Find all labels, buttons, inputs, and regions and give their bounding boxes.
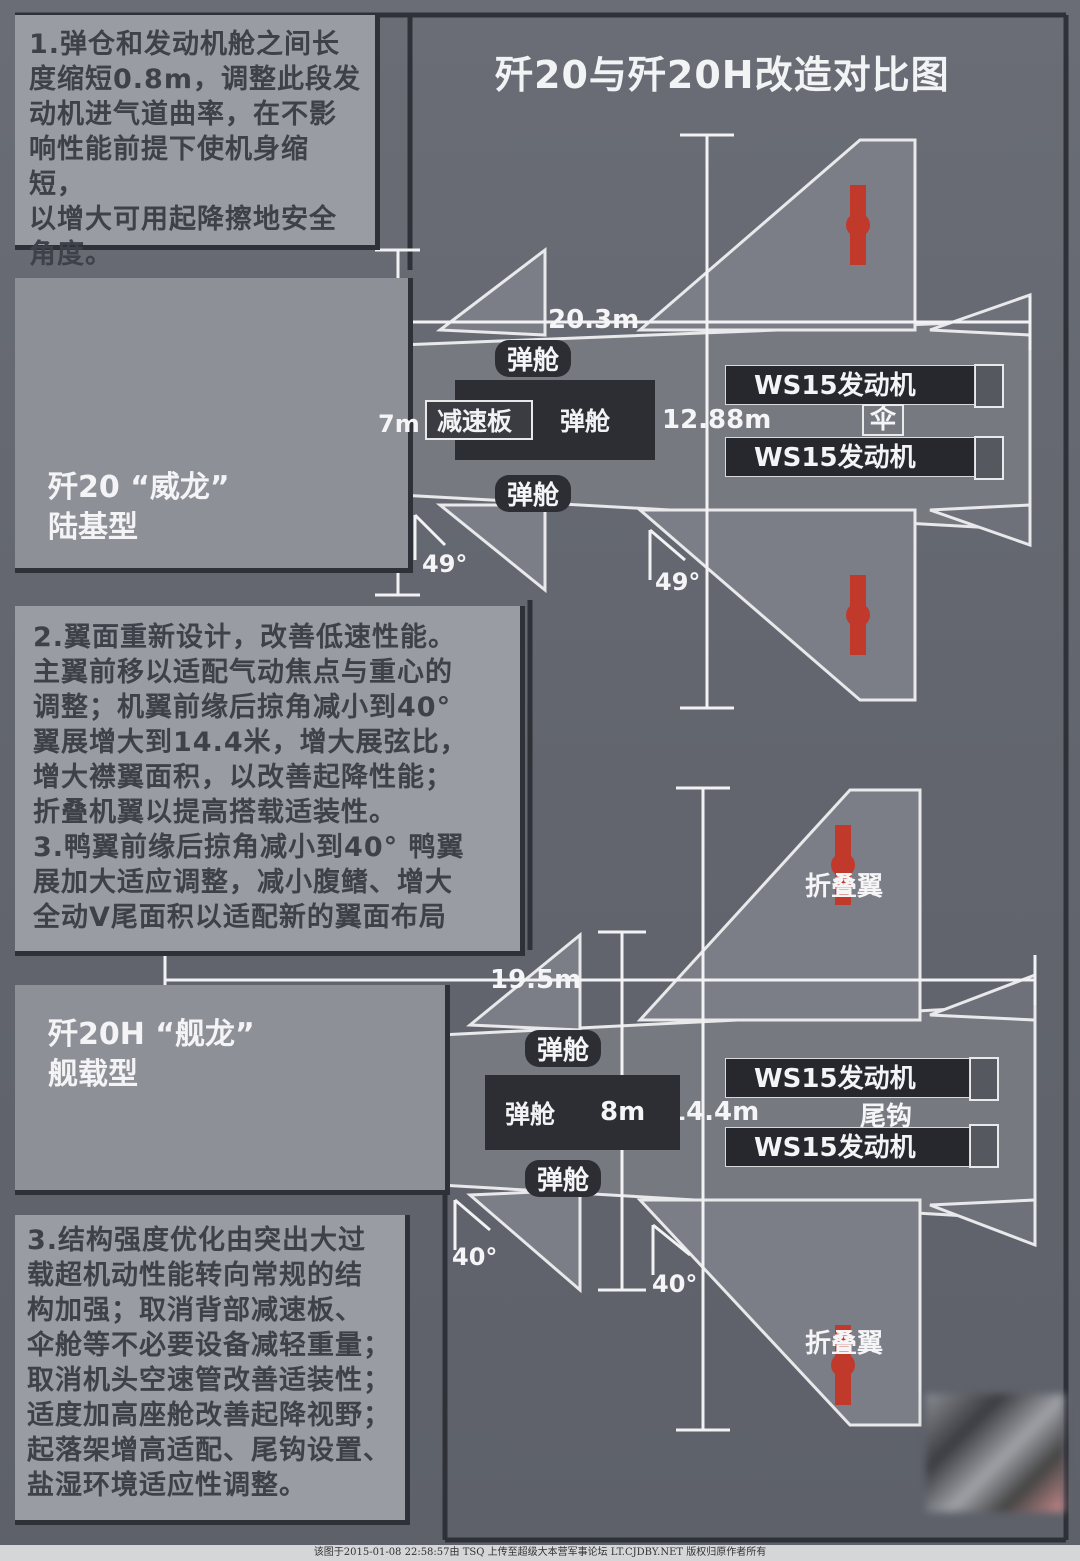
j20h-bay-lower: 弹舱 xyxy=(525,1160,602,1197)
j20-wing-lower xyxy=(635,508,917,702)
j20-bay-width-label: 7m xyxy=(378,410,420,438)
j20-bay-upper: 弹舱 xyxy=(495,340,572,377)
j20h-fold-wing-bottom: 折叠翼 xyxy=(805,1329,884,1359)
j20h-bay-center: 弹舱 xyxy=(485,1075,680,1150)
j20-chute-label: 伞 xyxy=(862,404,905,436)
note-panel-1: 1.弹仓和发动机舱之间长 度缩短0.8m，调整此段发 动机进气道曲率，在不影 响… xyxy=(15,15,380,270)
page-title: 歼20与歼20H改造对比图 xyxy=(495,53,950,97)
note-2-text: 2.翼面重新设计，改善低速性能。 主翼前移以适配气动焦点与重心的 调整；机翼前缘… xyxy=(33,622,468,933)
j20h-engine-bottom: WS15发动机 xyxy=(725,1127,970,1167)
j20h-bay-upper: 弹舱 xyxy=(525,1030,602,1067)
j20-airbrake-box-overlay: 减速板 xyxy=(425,400,533,440)
note-panel-3: 3.结构强度优化由突出大过 载超机动性能转向常规的结 构加强；取消背部减速板、 … xyxy=(15,1215,410,1525)
j20h-fold-wing-top: 折叠翼 xyxy=(805,872,884,902)
j20-tail-lower xyxy=(929,503,1032,548)
j20h-length-label: 19.5m xyxy=(490,965,582,995)
blurred-watermark xyxy=(926,1394,1064,1512)
j20-tail-upper xyxy=(929,292,1032,337)
note-1-text: 1.弹仓和发动机舱之间长 度缩短0.8m，调整此段发 动机进气道曲率，在不影 响… xyxy=(29,29,361,270)
j20-wing-angle: 49° xyxy=(655,568,701,596)
j20-model-panel xyxy=(15,278,413,573)
j20h-wing-lower xyxy=(636,1198,922,1427)
j20h-model-panel xyxy=(15,985,450,1195)
j20h-tailhook-label: 尾钩 xyxy=(860,1102,913,1132)
j20h-wing-angle: 40° xyxy=(652,1270,698,1298)
j20-bay-lower: 弹舱 xyxy=(495,475,572,512)
j20h-tail-lower xyxy=(929,1198,1037,1248)
j20-canard-angle: 49° xyxy=(422,550,468,578)
j20h-canard-angle: 40° xyxy=(452,1243,498,1271)
j20-wing-upper xyxy=(635,138,917,332)
j20h-model-label: 歼20H “舰龙” 舰载型 xyxy=(48,1017,255,1092)
j20h-engine-top: WS15发动机 xyxy=(725,1058,970,1098)
j20-canard-upper xyxy=(435,246,547,337)
j20-length-label: 20.3m xyxy=(548,305,640,335)
j20h-canard-lower xyxy=(466,1188,582,1294)
j20-engine-top: WS15发动机 xyxy=(725,365,975,405)
j20h-span-label: 14.4m xyxy=(668,1097,760,1127)
j20h-wing-upper xyxy=(636,788,922,1022)
note-panel-2: 2.翼面重新设计，改善低速性能。 主翼前移以适配气动焦点与重心的 调整；机翼前缘… xyxy=(15,606,525,956)
j20-model-label: 歼20 “威龙” 陆基型 xyxy=(48,470,230,545)
j20-span-label: 12.88m xyxy=(662,405,772,435)
note-3-text: 3.结构强度优化由突出大过 载超机动性能转向常规的结 构加强；取消背部减速板、 … xyxy=(27,1225,391,1501)
footer-credit: 该图于2015-01-08 22:58:57由 TSQ 上传至超级大本营军事论坛… xyxy=(0,1545,1080,1561)
j20h-tail-upper xyxy=(929,972,1037,1022)
j20-engine-bottom: WS15发动机 xyxy=(725,437,975,477)
j20-canard-lower xyxy=(435,503,547,594)
j20h-bay-width-label: 8m xyxy=(600,1097,646,1127)
